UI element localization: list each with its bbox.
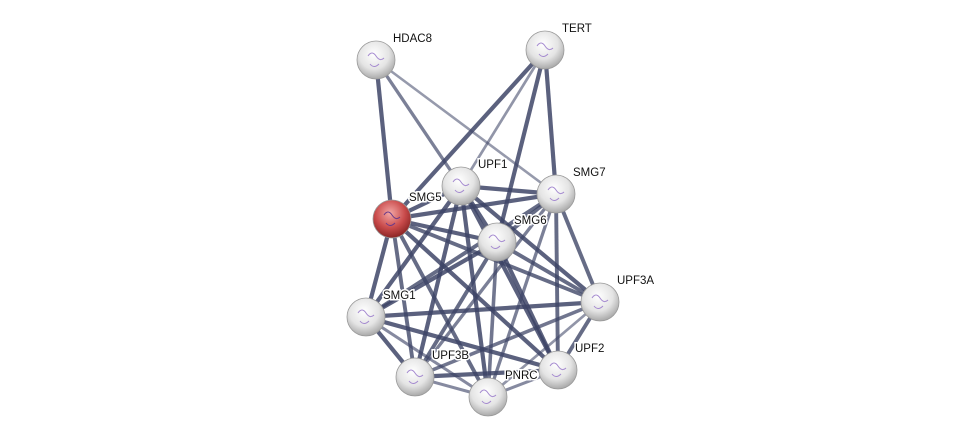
edge-upf2-upf3b[interactable] [414,367,559,380]
protein-structure-icon [547,186,565,201]
protein-node-circle[interactable] [477,222,517,262]
node-label: UPF1 [478,159,507,171]
protein-structure-icon [383,211,401,226]
edge-smg7-upf3b[interactable] [413,192,558,379]
node-label: TERT [562,23,592,35]
protein-node-circle[interactable] [580,282,620,322]
edge-upf1-pnrc[interactable] [458,185,491,398]
protein-structure-icon [488,234,506,249]
node-smg1[interactable]: SMG1 [346,289,417,337]
node-upf3b[interactable]: UPF3B [395,349,471,397]
node-label: SMG6 [514,215,547,227]
node-label: SMG1 [383,290,416,302]
edge-smg7-upf2[interactable] [554,193,560,371]
edge-upf3a-pnrc[interactable] [487,300,601,399]
node-label: UPF3B [432,350,469,362]
protein-node-circle[interactable] [538,350,578,390]
protein-structure-icon [549,362,567,377]
protein-structure-icon [591,294,609,309]
edge-hdac8-upf1[interactable] [374,59,463,187]
protein-node-circle[interactable] [395,357,435,397]
edge-upf3a-smg1[interactable] [365,299,601,320]
edge-smg5-upf3b[interactable] [390,218,417,378]
protein-node-circle[interactable] [441,166,481,206]
protein-node-circle[interactable] [536,174,576,214]
node-label: UPF2 [575,343,604,355]
edge-upf3a-upf3b[interactable] [414,300,601,379]
edge-hdac8-smg7[interactable] [375,58,557,196]
node-tert[interactable]: TERT [525,22,593,70]
protein-node-circle[interactable] [346,297,386,337]
protein-structure-icon [357,309,375,324]
protein-node-circle[interactable] [356,40,396,80]
edge-smg6-upf3a[interactable] [496,240,601,304]
edge-upf1-upf3a[interactable] [459,184,602,304]
node-label: PNRC [505,370,538,382]
edge-smg1-pnrc[interactable] [365,315,489,399]
protein-structure-icon [406,369,424,384]
node-smg6[interactable]: SMG6 [477,214,548,262]
edge-smg5-pnrc[interactable] [390,218,490,398]
node-hdac8[interactable]: HDAC8 [356,32,433,80]
node-upf2[interactable]: UPF2 [538,342,606,390]
protein-node-circle[interactable] [372,199,412,239]
protein-node-circle[interactable] [468,377,508,417]
edge-smg6-pnrc[interactable] [486,241,499,398]
node-upf1[interactable]: UPF1 [441,158,509,206]
protein-structure-icon [479,389,497,404]
edge-tert-smg7[interactable] [542,49,559,195]
node-label: UPF3A [617,275,654,287]
protein-structure-icon [452,178,470,193]
node-upf3a[interactable]: UPF3A [580,274,656,322]
protein-structure-icon [536,42,554,57]
node-label: HDAC8 [393,33,432,45]
edge-smg1-upf2[interactable] [365,314,559,373]
edge-upf1-upf3b[interactable] [412,185,464,378]
protein-structure-icon [367,52,385,67]
node-smg5[interactable]: SMG5 [372,191,443,239]
edge-hdac8-smg5[interactable] [373,59,395,220]
node-pnrc[interactable]: PNRC [468,369,539,417]
edge-smg7-upf3a[interactable] [554,193,602,303]
node-label: SMG5 [409,192,442,204]
node-smg7[interactable]: SMG7 [536,166,607,214]
edge-smg6-smg1[interactable] [364,240,499,319]
edge-tert-smg5[interactable] [390,48,547,221]
edge-tert-upf1[interactable] [459,49,547,187]
protein-node-circle[interactable] [525,30,565,70]
edge-upf1-smg1[interactable] [364,184,463,319]
edge-tert-smg6[interactable] [494,49,548,243]
node-label: SMG7 [573,167,606,179]
